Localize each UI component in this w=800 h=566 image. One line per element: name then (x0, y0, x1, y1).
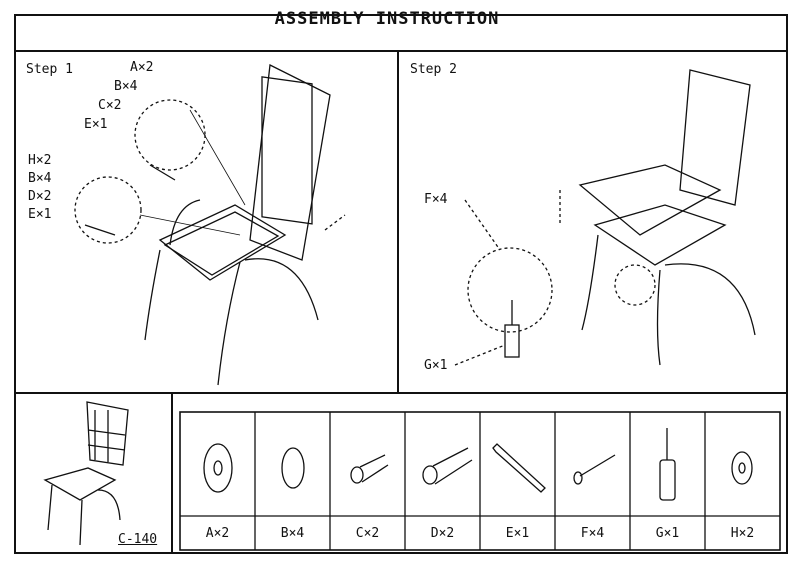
long-bolt-icon (422, 447, 473, 485)
screwdriver-icon (659, 428, 676, 501)
part-label: D×2 (430, 526, 455, 541)
callout-c: C×2 (98, 98, 122, 113)
callout-a: A×2 (130, 60, 154, 75)
sheet-border (14, 14, 788, 554)
callout-b2: B×4 (28, 171, 52, 186)
callout-g: G×1 (424, 358, 448, 373)
part-label: A×2 (205, 526, 230, 541)
step1-label: Step 1 (26, 62, 73, 77)
callout-h: H×2 (28, 153, 52, 168)
thumbnail-chair-drawing (43, 401, 129, 546)
part-label: F×4 (580, 526, 605, 541)
allen-key-icon (492, 443, 546, 493)
part-label: G×1 (655, 526, 680, 541)
step1-chair-drawing (74, 64, 346, 386)
part-label: C×2 (355, 526, 380, 541)
part-label: B×4 (280, 526, 305, 541)
callout-e2: E×1 (28, 207, 52, 222)
step2-label: Step 2 (410, 62, 457, 77)
short-bolt-icon (350, 454, 389, 484)
step2-chair-drawing (454, 69, 756, 366)
part-label: E×1 (505, 526, 530, 541)
part-label: H×2 (730, 526, 755, 541)
part-icons (203, 428, 753, 501)
small-washer-icon (731, 451, 753, 485)
washer-icon (203, 443, 233, 493)
split-ring-icon (281, 447, 305, 489)
callout-b: B×4 (114, 79, 138, 94)
callout-d: D×2 (28, 189, 52, 204)
callout-e: E×1 (84, 117, 108, 132)
callout-f: F×4 (424, 192, 448, 207)
screw-icon (573, 454, 616, 485)
model-number: C-140 (118, 532, 158, 547)
